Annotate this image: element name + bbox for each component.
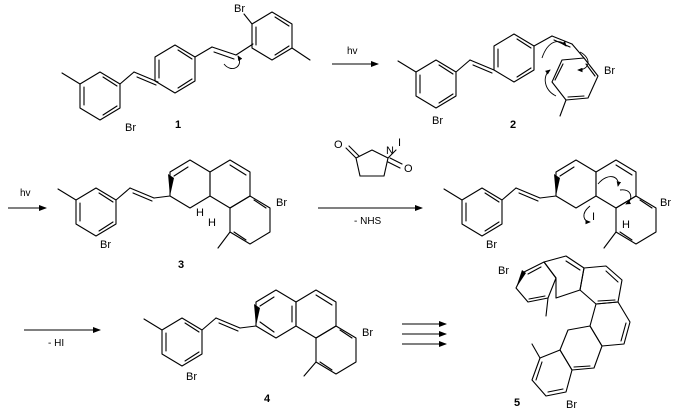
nis-reagent bbox=[345, 145, 403, 177]
atom-n-nis: N bbox=[386, 145, 394, 157]
label-compound-2: 2 bbox=[510, 119, 516, 131]
label-compound-5: 5 bbox=[514, 397, 520, 409]
atom-o-nis-b: O bbox=[404, 163, 413, 175]
atom-h-3b: H bbox=[208, 217, 216, 229]
condition-step-1: hv bbox=[347, 46, 358, 57]
atom-br-2b: Br bbox=[604, 65, 615, 77]
atom-i-intermediate: I bbox=[592, 211, 595, 223]
atom-h-intermediate: H bbox=[622, 219, 630, 231]
compound-1 bbox=[61, 11, 311, 121]
compound-5 bbox=[515, 255, 631, 397]
atom-h-3a: H bbox=[196, 207, 204, 219]
compound-3 bbox=[57, 159, 271, 249]
compound-4 bbox=[143, 289, 357, 377]
atom-br-2a: Br bbox=[432, 115, 443, 127]
atom-br-int-b: Br bbox=[486, 239, 497, 251]
atom-br-1a: Br bbox=[125, 122, 136, 134]
compound-2 bbox=[397, 33, 599, 117]
label-compound-1: 1 bbox=[175, 119, 181, 131]
multistep-arrows bbox=[402, 321, 447, 347]
label-compound-4: 4 bbox=[264, 393, 271, 405]
iodide-intermediate bbox=[443, 159, 657, 249]
condition-step-2: hv bbox=[20, 188, 31, 199]
condition-step-4: - HI bbox=[48, 338, 64, 349]
atom-br-4a: Br bbox=[362, 327, 373, 339]
condition-step-3: - NHS bbox=[354, 216, 382, 227]
atom-br-4b: Br bbox=[186, 371, 197, 383]
atom-br-5a: Br bbox=[498, 265, 509, 277]
label-compound-3: 3 bbox=[178, 259, 184, 271]
atom-br-3a: Br bbox=[276, 197, 287, 209]
atom-br-5b: Br bbox=[566, 399, 577, 411]
atom-br-int-a: Br bbox=[660, 197, 671, 209]
atom-br-3b: Br bbox=[100, 239, 111, 251]
atom-o-nis-a: O bbox=[334, 139, 343, 151]
atom-i-nis: I bbox=[398, 137, 401, 149]
atom-br-1b: Br bbox=[234, 3, 245, 15]
